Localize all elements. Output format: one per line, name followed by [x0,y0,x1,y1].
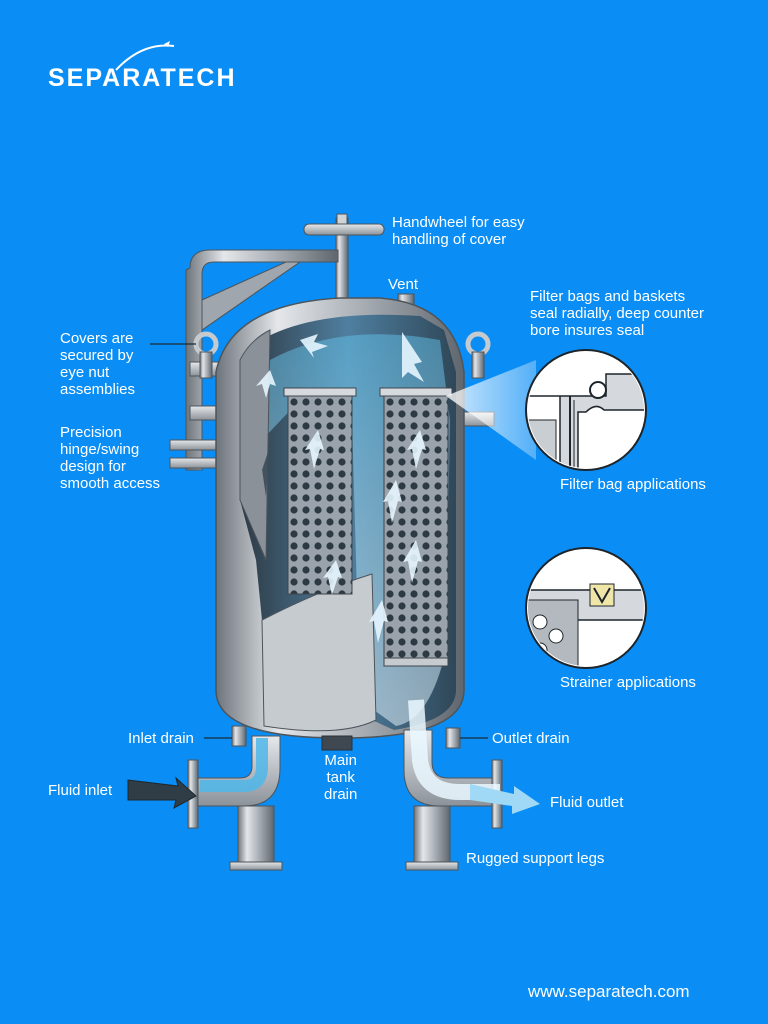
hinge-label: Precision hinge/swing design for smooth … [60,424,160,492]
inlet-drain-nozzle [232,726,246,746]
covers-label: Covers are secured by eye nut assemblies [60,330,135,398]
filter-basket-right [380,388,452,666]
inlet-drain-label: Inlet drain [128,730,194,747]
main-drain-nozzle [322,736,352,750]
fluid-inlet-arrow [128,778,196,808]
fluid-outlet-arrow [470,784,540,814]
support-leg-right [406,806,458,870]
fluid-outlet-label: Fluid outlet [550,794,623,811]
filter-seal-label: Filter bags and baskets seal radially, d… [530,288,704,339]
handwheel-label: Handwheel for easy handling of cover [392,214,525,248]
filter-bag-applications-label: Filter bag applications [560,476,706,493]
filter-bag-detail [526,350,650,470]
support-leg-left [230,806,282,870]
vent-label: Vent [388,276,418,293]
support-legs-label: Rugged support legs [466,850,604,867]
strainer-detail [526,548,646,670]
outlet-drain-nozzle [446,728,460,748]
strainer-applications-label: Strainer applications [560,674,696,691]
fluid-inlet-label: Fluid inlet [48,782,112,799]
website-url: www.separatech.com [528,982,690,1002]
outlet-drain-label: Outlet drain [492,730,570,747]
main-tank-drain-label: Main tank drain [324,752,357,803]
filter-basket-left [284,388,356,594]
